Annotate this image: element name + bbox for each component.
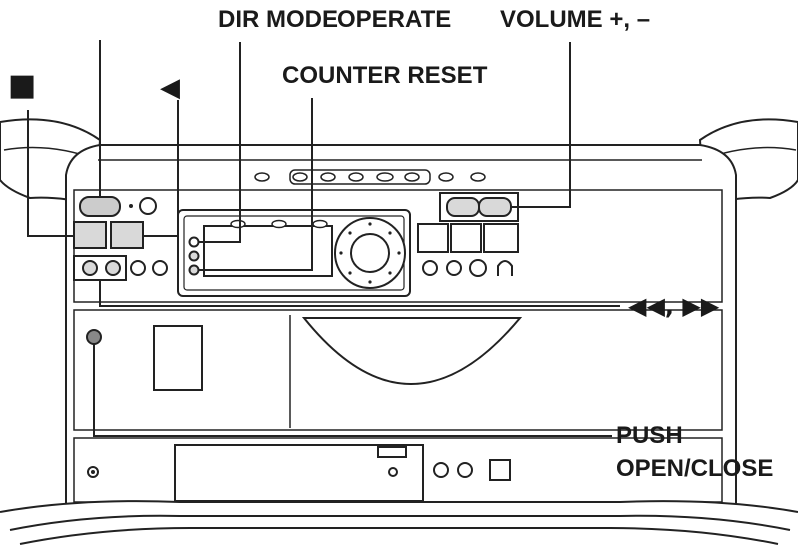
top-strip-buttons: [254, 172, 486, 182]
bottom-round-a: [433, 462, 449, 478]
base-stand: [0, 501, 798, 548]
right-button-b: [450, 223, 482, 253]
volume-label: VOLUME +, –: [500, 6, 651, 33]
rewind-button: [82, 260, 98, 276]
counter-reset-button: [188, 264, 200, 276]
small-round-button: [139, 197, 157, 215]
volume-plus-shape: [478, 197, 512, 217]
open-close-label: OPEN/CLOSE: [616, 455, 774, 482]
right-round-a: [422, 260, 438, 276]
push-label: PUSH: [616, 422, 683, 449]
right-round-b: [446, 260, 462, 276]
push-open-close-leader: [93, 344, 612, 437]
dir-mode-leader: [199, 42, 241, 243]
callout-lines: [27, 40, 620, 437]
stop-label: ■: [8, 68, 37, 103]
reverse-play-button-shape: [110, 221, 144, 249]
dir-mode-button: [188, 236, 200, 248]
jog-dial-dots: [339, 222, 401, 284]
rewind-ff-label: ◀◀, ▶▶: [628, 292, 720, 320]
bottom-round-b: [457, 462, 473, 478]
right-button-c: [483, 223, 519, 253]
rewind-ff-leader: [99, 280, 620, 307]
round-button-b: [152, 260, 168, 276]
headphone-jack: [497, 260, 513, 276]
display-top-buttons: [230, 219, 328, 229]
base-line-bottom: [19, 527, 779, 545]
cd-window: [153, 325, 203, 391]
right-button-a: [417, 223, 449, 253]
cassette-eject: [377, 446, 407, 458]
reverse-leader: [143, 100, 179, 237]
right-round-c: [469, 259, 487, 277]
push-open-close-button: [86, 329, 102, 345]
counter-reset-leader: [199, 98, 313, 271]
cd-lid-arc: [301, 317, 523, 385]
bottom-square: [489, 459, 511, 481]
counter-reset-label: COUNTER RESET: [282, 62, 488, 89]
volume-minus-shape: [446, 197, 480, 217]
round-button-a: [130, 260, 146, 276]
stop-leader: [27, 110, 74, 237]
dir-mode-label: DIR MODE: [218, 6, 338, 33]
bottom-knob-center: [91, 470, 95, 474]
operate-dot: [129, 204, 133, 208]
stop-button-shape: [73, 221, 107, 249]
jog-dial-inner: [350, 233, 390, 273]
ff-button: [105, 260, 121, 276]
base-line-mid: [9, 514, 791, 531]
counter-button-a: [188, 250, 200, 262]
cassette-button: [388, 467, 398, 477]
reverse-play-label: ◀: [160, 73, 180, 103]
display-window: [203, 225, 333, 277]
operate-label: OPERATE: [337, 6, 452, 33]
base-line-top: [0, 500, 798, 513]
operate-button-shape: [79, 196, 121, 217]
volume-leader: [511, 42, 571, 208]
